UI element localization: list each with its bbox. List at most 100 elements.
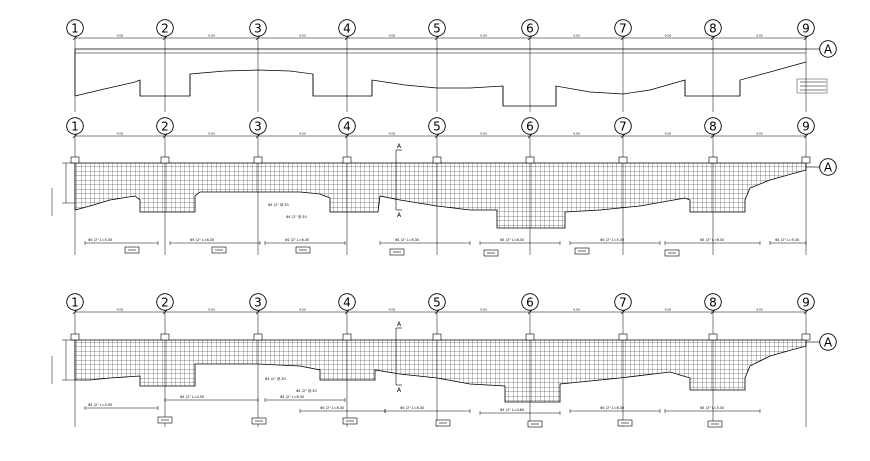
row-bubble-A-circle: [819, 333, 837, 351]
dimension-tick: [803, 309, 809, 315]
column-stub-3: [253, 333, 263, 341]
dimension-tick: [434, 35, 440, 41]
rebar-note: Φ1 /2" L=5.30: [700, 406, 724, 410]
grid-bubble-2-label: 2: [161, 296, 169, 310]
dimension-label: 9.00: [665, 34, 672, 38]
grid-bubble-9-label: 9: [802, 22, 810, 36]
rebar-note: Φ1 /2" L=5.30: [775, 238, 799, 242]
dimension-tick: [527, 309, 533, 315]
dimension-tick: [620, 133, 626, 139]
grid-bubble-1-circle: [66, 293, 84, 311]
grid-bubble-6-label: 6: [526, 120, 534, 134]
grid-bubble-8-circle: [704, 117, 722, 135]
column-stub-4: [342, 333, 352, 341]
grid-bubble-6-label: 6: [526, 296, 534, 310]
dimension-label: 9.00: [480, 34, 487, 38]
dimension-label: 9.00: [299, 308, 306, 312]
dimension-label: 9.00: [756, 34, 763, 38]
grid-bubble-9-circle: [797, 117, 815, 135]
section-cut-label-top: A: [397, 143, 402, 150]
rebar-note: Φ1 /2" @.30: [265, 377, 286, 381]
column-stub-2: [160, 156, 170, 164]
dimension-tick: [620, 35, 626, 41]
grid-bubble-6-circle: [521, 19, 539, 37]
detail-tag-box: [796, 78, 828, 94]
grid-bubble-6-circle: [521, 293, 539, 311]
dimension-tick: [72, 309, 78, 315]
grid-bubble-9-circle: [797, 293, 815, 311]
section-cut-label-bottom: A: [397, 212, 402, 219]
grid-bubble-7-label: 7: [619, 120, 627, 134]
rebar-note: Φ1 /2" L=5.30: [600, 238, 624, 242]
rebar-note: Φ1 /2" @.30: [296, 389, 317, 393]
dimension-label: 9.00: [117, 34, 124, 38]
rebar-note: Φ1 /2" L=4.50: [180, 395, 204, 399]
grid-bubble-3-circle: [249, 117, 267, 135]
rebar-note: Φ1 /2" L=4.50: [88, 403, 112, 407]
dimension-label: 9.00: [480, 132, 487, 136]
view-1-section: Φ1 /2" L=5.30 Φ1 /2" L=6.30 Φ1 /2" L=6.30 Φ…: [62, 143, 811, 257]
grid-bubble-4-circle: [338, 117, 356, 135]
dimension-tick: [434, 133, 440, 139]
row-bubble-A-label: A: [824, 336, 833, 350]
column-stub-4: [342, 156, 352, 164]
dimension-tick: [710, 35, 716, 41]
rebar-note: Φ1 /2" L=6.30: [190, 238, 214, 242]
row-bubble-A-label: A: [824, 161, 833, 175]
grid-bubble-4-circle: [338, 293, 356, 311]
grid-bubble-2-circle: [156, 293, 174, 311]
dimension-tick: [344, 309, 350, 315]
column-stub-8: [708, 333, 718, 341]
dimension-label: 9.00: [208, 34, 215, 38]
dimension-tick: [255, 309, 261, 315]
grid-bubble-4-label: 4: [343, 120, 351, 134]
dimension-tick: [255, 35, 261, 41]
rebar-note: Φ1 /2" L=4.80: [500, 408, 524, 412]
grid-bubble-2-circle: [156, 117, 174, 135]
dimension-label: 9.00: [299, 132, 306, 136]
rebar-note: Φ1 /2" @.30: [268, 203, 289, 207]
dimension-tick: [803, 133, 809, 139]
dimension-tick: [434, 309, 440, 315]
column-stub-7: [618, 333, 628, 341]
grid-bubble-3-label: 3: [254, 22, 262, 36]
row-bubble-A-label: A: [824, 43, 833, 57]
dimension-label: 9.00: [117, 308, 124, 312]
dimension-tick: [527, 133, 533, 139]
column-stub-5: [432, 333, 442, 341]
dimension-label: 9.00: [756, 132, 763, 136]
grid-bubble-5-label: 5: [433, 22, 441, 36]
dimension-label: 9.00: [208, 132, 215, 136]
dimension-tick: [162, 309, 168, 315]
dimension-label: 9.00: [208, 308, 215, 312]
grid-bubble-6-label: 6: [526, 22, 534, 36]
dimension-label: 9.00: [573, 34, 580, 38]
grid-bubble-1-label: 1: [71, 296, 79, 310]
dimension-label: 9.00: [573, 132, 580, 136]
dimension-label: 9.00: [117, 132, 124, 136]
grid-bubble-1-circle: [66, 117, 84, 135]
grid-bubble-9-circle: [797, 19, 815, 37]
rebar-note: Φ1 /2" L=6.30: [280, 395, 304, 399]
dimension-label: 9.00: [665, 132, 672, 136]
grid-bubble-3-circle: [249, 19, 267, 37]
grid-bubble-2-label: 2: [161, 120, 169, 134]
grid-bubble-5-label: 5: [433, 296, 441, 310]
grid-bubble-7-circle: [614, 293, 632, 311]
dimension-tick: [527, 35, 533, 41]
grid-bubble-8-circle: [704, 293, 722, 311]
grid-bubble-4-circle: [338, 19, 356, 37]
dimension-label: 9.00: [389, 34, 396, 38]
rebar-note: Φ1 /2" @.30: [286, 215, 307, 219]
column-stub-9: [801, 333, 811, 341]
rebar-note: Φ1 /2" L=6.30: [395, 238, 419, 242]
grid-bubble-2-label: 2: [161, 22, 169, 36]
grid-bubble-4-label: 4: [343, 22, 351, 36]
grid-bubble-7-circle: [614, 19, 632, 37]
dimension-label: 9.00: [756, 308, 763, 312]
grid-bubble-1-circle: [66, 19, 84, 37]
grid-bubble-8-label: 8: [709, 22, 717, 36]
